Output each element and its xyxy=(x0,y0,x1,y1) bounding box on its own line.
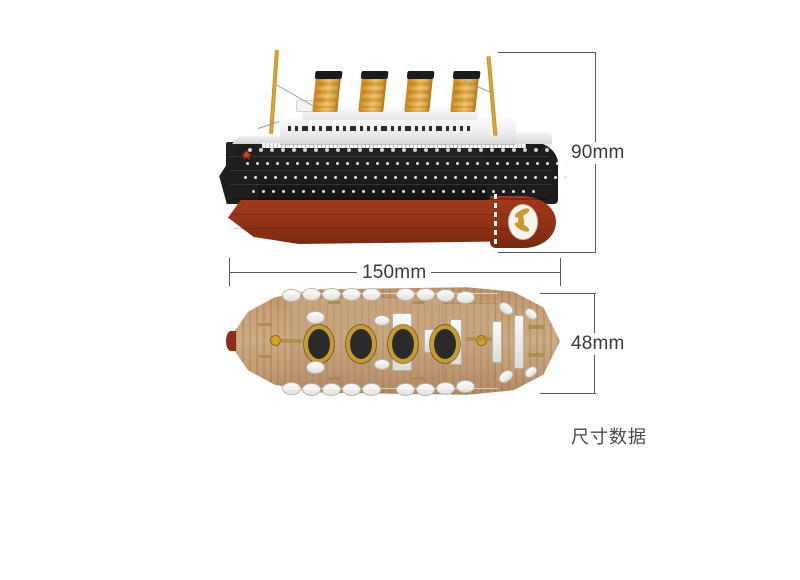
hull-band xyxy=(232,214,542,215)
ship-side-view xyxy=(218,44,569,256)
deck-fitting xyxy=(258,323,272,326)
hull-band xyxy=(230,156,550,157)
lifeboat xyxy=(282,289,301,302)
dimension-label-width: 48mm xyxy=(566,333,630,355)
deck-house xyxy=(514,315,524,369)
hull-band xyxy=(230,170,552,171)
rudder-dashed-line xyxy=(494,194,497,246)
anchor-icon xyxy=(242,150,251,160)
deck-fitting xyxy=(528,325,544,329)
hull-band xyxy=(234,228,534,229)
funnel-2 xyxy=(358,78,387,112)
fore-deck xyxy=(232,136,290,144)
superstructure-lower xyxy=(280,118,516,145)
lifeboat xyxy=(306,311,325,324)
deck-fitting xyxy=(258,355,272,358)
lifeboat xyxy=(322,288,341,301)
porthole-row xyxy=(244,176,574,179)
porthole-row xyxy=(252,190,542,193)
lifeboat xyxy=(302,288,321,301)
waterline xyxy=(232,198,548,200)
lifeboat xyxy=(306,361,325,374)
dimension-label-length: 150mm xyxy=(357,262,432,284)
lifeboat xyxy=(322,383,341,396)
ship-top-view xyxy=(226,285,560,397)
funnel-1 xyxy=(312,78,341,112)
dimension-label-height: 90mm xyxy=(566,142,630,164)
lifeboat xyxy=(436,289,455,302)
deck-fitting xyxy=(280,339,302,343)
funnel-opening-2 xyxy=(346,325,376,363)
deck-house xyxy=(492,321,502,363)
diagram-caption: 尺寸数据 xyxy=(571,427,647,447)
lifeboat xyxy=(362,383,381,396)
bow-tip xyxy=(226,331,236,351)
extension-line-width-bottom xyxy=(540,393,596,394)
lifeboat xyxy=(416,288,435,301)
extension-line-height-top xyxy=(498,52,596,53)
extension-line-height-bottom xyxy=(498,252,596,253)
extension-line-length-right xyxy=(560,258,561,286)
funnel-opening-1 xyxy=(304,325,334,363)
lifeboat xyxy=(374,359,390,370)
deck-fitting xyxy=(328,377,340,380)
lifeboat xyxy=(302,383,321,396)
deck-rail xyxy=(268,388,498,389)
extension-line-width-top xyxy=(540,293,596,294)
deck-fitting xyxy=(412,377,424,380)
porthole-row xyxy=(248,148,556,152)
hull-stern-black xyxy=(486,142,558,204)
funnel-4 xyxy=(450,78,479,112)
lifeboat xyxy=(374,315,390,326)
window-row xyxy=(288,126,474,131)
superstructure-upper xyxy=(302,106,478,120)
lifeboat xyxy=(396,288,415,301)
lifeboat xyxy=(362,288,381,301)
propeller-hub xyxy=(518,214,524,230)
deck-fitting xyxy=(328,301,340,304)
lifeboat xyxy=(456,291,475,304)
lifeboat xyxy=(416,383,435,396)
deck-rail xyxy=(268,293,498,294)
lifeboat xyxy=(342,288,361,301)
deck-fitting xyxy=(528,353,544,357)
deck-fitting xyxy=(466,337,492,341)
deck-fitting xyxy=(412,301,424,304)
lifeboat xyxy=(396,383,415,396)
funnel-opening-4 xyxy=(430,325,460,363)
porthole-row xyxy=(246,162,576,165)
funnel-3 xyxy=(404,78,433,112)
lifeboat xyxy=(342,383,361,396)
lifeboat xyxy=(456,380,475,393)
funnel-opening-3 xyxy=(388,325,418,363)
hull-band xyxy=(230,184,552,185)
